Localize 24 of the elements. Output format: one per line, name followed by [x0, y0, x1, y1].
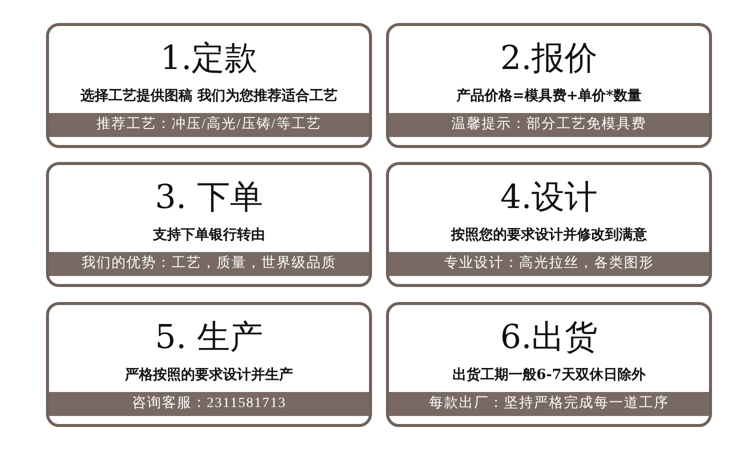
step-title: 6.出货 [500, 317, 598, 357]
info-band: 每款出厂：坚持严格完成每一道工序 [389, 392, 709, 416]
step-card [386, 23, 712, 148]
step-description: 出货工期一般6-7天双休日除外 [452, 366, 646, 385]
info-band: 推荐工艺：冲压/高光/压铸/等工艺 [49, 113, 369, 137]
step-description: 按照您的要求设计并修改到满意 [451, 226, 647, 245]
step-title: 1.定款 [160, 38, 258, 78]
info-band: 咨询客服：2311581713 [49, 392, 369, 416]
step-title: 5. 生产 [155, 317, 263, 357]
step-title: 2.报价 [500, 38, 598, 78]
step-card [386, 162, 712, 287]
step-title: 4.设计 [500, 177, 598, 217]
step-card [46, 23, 372, 148]
step-card [46, 162, 372, 287]
step-description: 支持下单银行转由 [153, 226, 265, 245]
step-title: 3. 下单 [155, 177, 263, 217]
step-description: 选择工艺提供图稿 我们为您推荐适合工艺 [80, 87, 338, 106]
step-card [46, 302, 372, 427]
step-card [386, 302, 712, 427]
step-description: 产品价格=模具费+单价*数量 [456, 87, 642, 106]
info-band: 我们的优势：工艺，质量，世界级品质 [49, 252, 369, 276]
info-band: 专业设计：高光拉丝，各类图形 [389, 252, 709, 276]
info-band: 温馨提示：部分工艺免模具费 [389, 113, 709, 137]
step-description: 严格按照的要求设计并生产 [125, 366, 293, 385]
